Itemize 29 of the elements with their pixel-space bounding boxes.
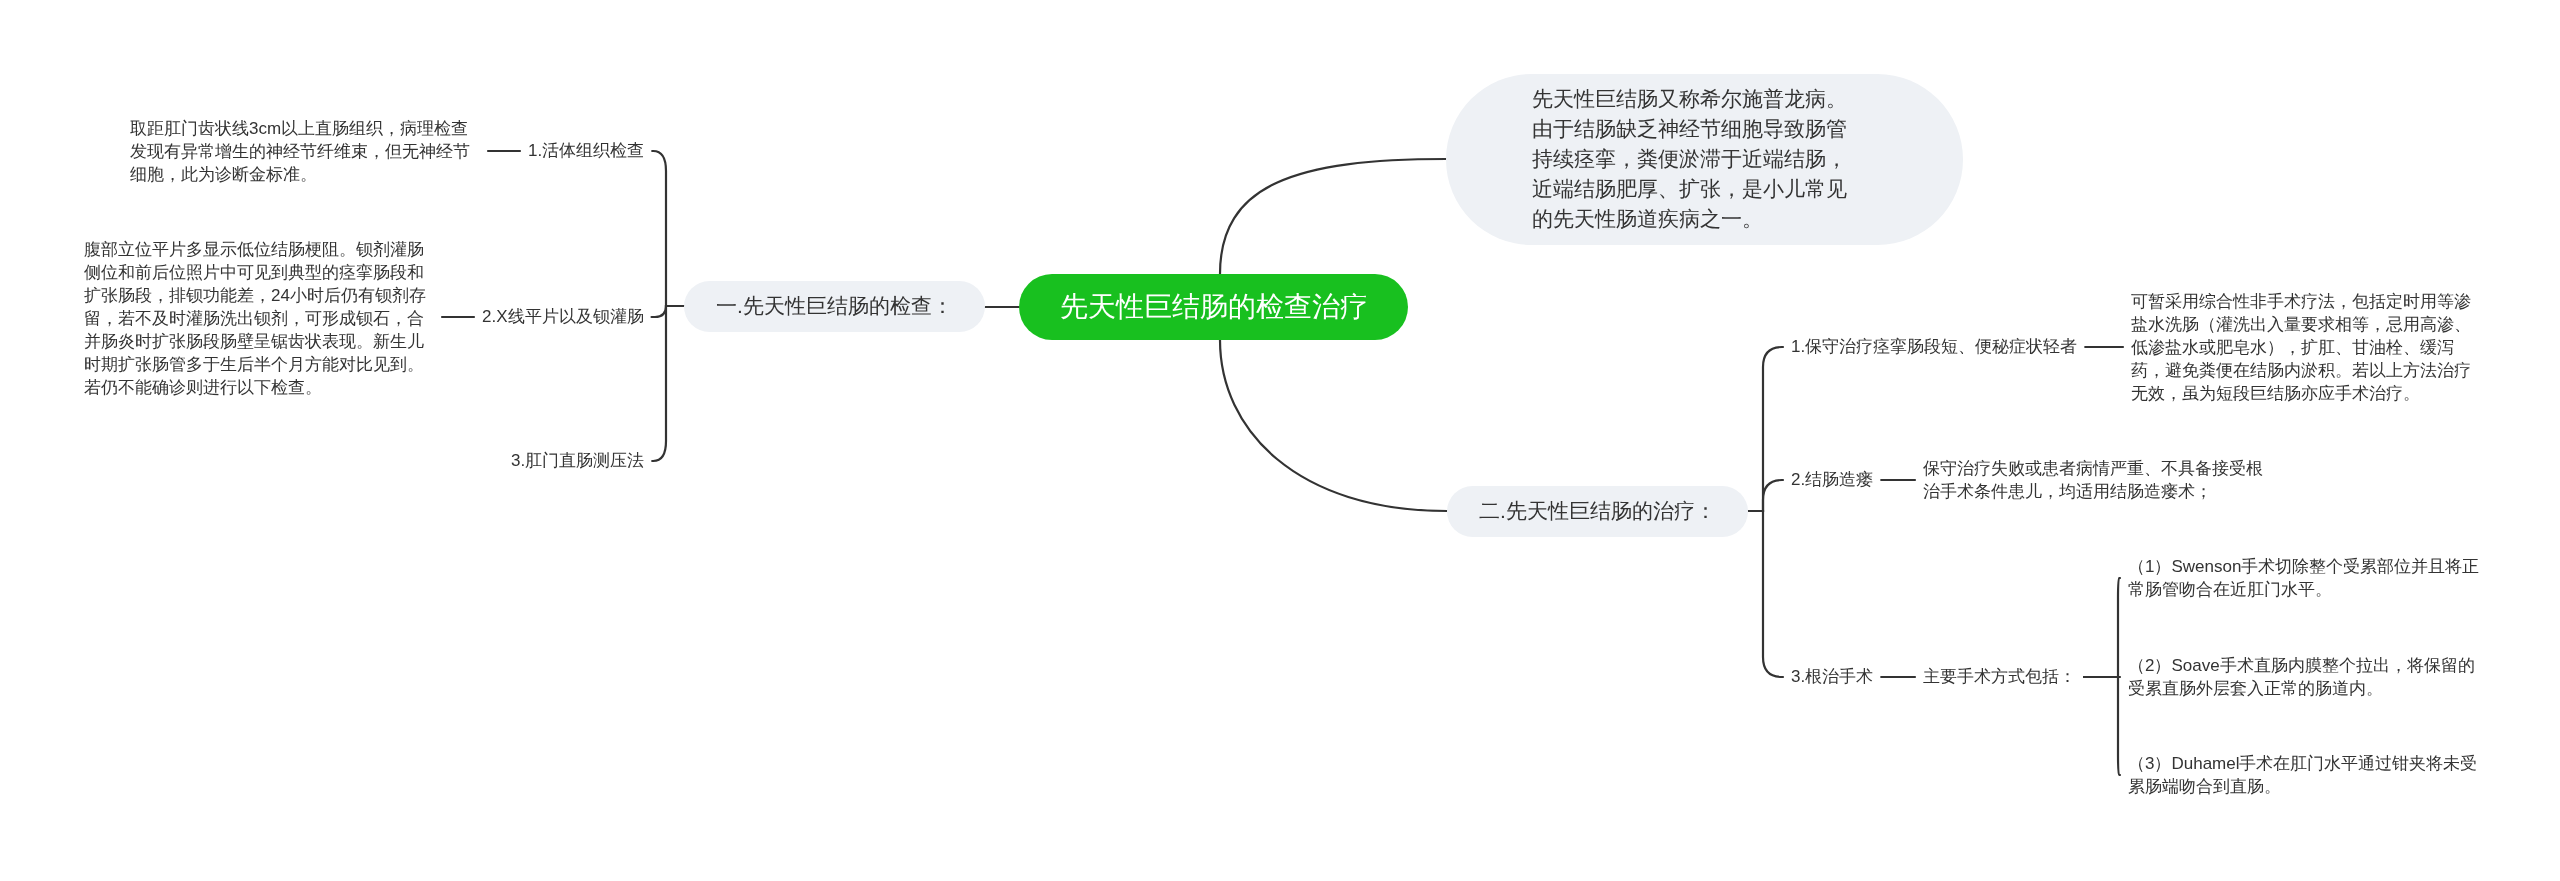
connector-line: [440, 315, 476, 319]
connector-line: [1746, 509, 1785, 679]
branch-label: 1.活体组织检查: [520, 140, 653, 162]
connector-line: [2084, 345, 2125, 349]
connector-line: [2082, 675, 2122, 777]
text-bubble: 先天性巨结肠又称希尔施普龙病。由于结肠缺乏神经节细胞导致肠管持续痉挛，粪便淤滞于近端结肠，近端结肠肥厚、扩张，是小儿常见的先天性肠道疾病之一。: [1446, 73, 1963, 245]
branch-label: 2.X线平片以及钡灌肠: [474, 306, 652, 328]
connector-line: [1218, 338, 1449, 513]
connector-line: [486, 149, 522, 153]
central-topic: 先天性巨结肠的检查治疗: [1019, 274, 1408, 340]
detail-text: 保守治疗失败或患者病情严重、不具备接受根治手术条件患儿，均适用结肠造瘘术；: [1915, 457, 2283, 503]
detail-text: （2）Soave手术直肠内膜整个拉出，将保留的受累直肠外层套入正常的肠道内。: [2120, 654, 2488, 700]
connector-line: [651, 304, 686, 463]
detail-text: 可暂采用综合性非手术疗法，包括定时用等渗盐水洗肠（灌洗出入量要求相等，忌用高渗、低渗盐水或肥皂水），扩肛、甘油栓、缓泻药，避免粪便在结肠内淤积。若以上方法治疗无效，虽为短段巨结肠亦应手术治疗。: [2123, 289, 2491, 405]
connector-line: [1880, 478, 1917, 482]
topic-pill: 一.先天性巨结肠的检查：: [684, 280, 985, 332]
connector-line: [1218, 157, 1448, 276]
detail-text: 腹部立位平片多显示低位结肠梗阻。钡剂灌肠侧位和前后位照片中可见到典型的痉挛肠段和扩张肠段，排钡功能差，24小时后仍有钡剂存留，若不及时灌肠洗出钡剂，可形成钡石，合并肠炎时扩张肠段肠壁呈锯齿状表现。新生儿时期扩张肠管多于生后半个月方能对比见到。若仍不能确诊则进行以下检查。: [76, 237, 442, 399]
branch-label: 1.保守治疗痉挛肠段短、便秘症状轻者: [1783, 336, 2086, 358]
topic-pill: 二.先天性巨结肠的治疗：: [1447, 485, 1748, 537]
connector-line: [1880, 675, 1917, 679]
detail-text: （3）Duhamel手术在肛门水平通过钳夹将未受累肠端吻合到直肠。: [2120, 752, 2488, 798]
branch-label: 3.根治手术: [1783, 666, 1882, 688]
branch-label: 主要手术方式包括：: [1915, 666, 2084, 688]
detail-text: 取距肛门齿状线3cm以上直肠组织，病理检查发现有异常增生的神经节纤维束，但无神经节细胞，此为诊断金标准。: [122, 116, 488, 186]
detail-text: （1）Swenson手术切除整个受累部位并且将正常肠管吻合在近肛门水平。: [2120, 555, 2488, 601]
branch-label: 3.肛门直肠测压法: [503, 450, 653, 472]
branch-label: 2.结肠造瘘: [1783, 469, 1882, 491]
connector-line: [983, 305, 1021, 309]
